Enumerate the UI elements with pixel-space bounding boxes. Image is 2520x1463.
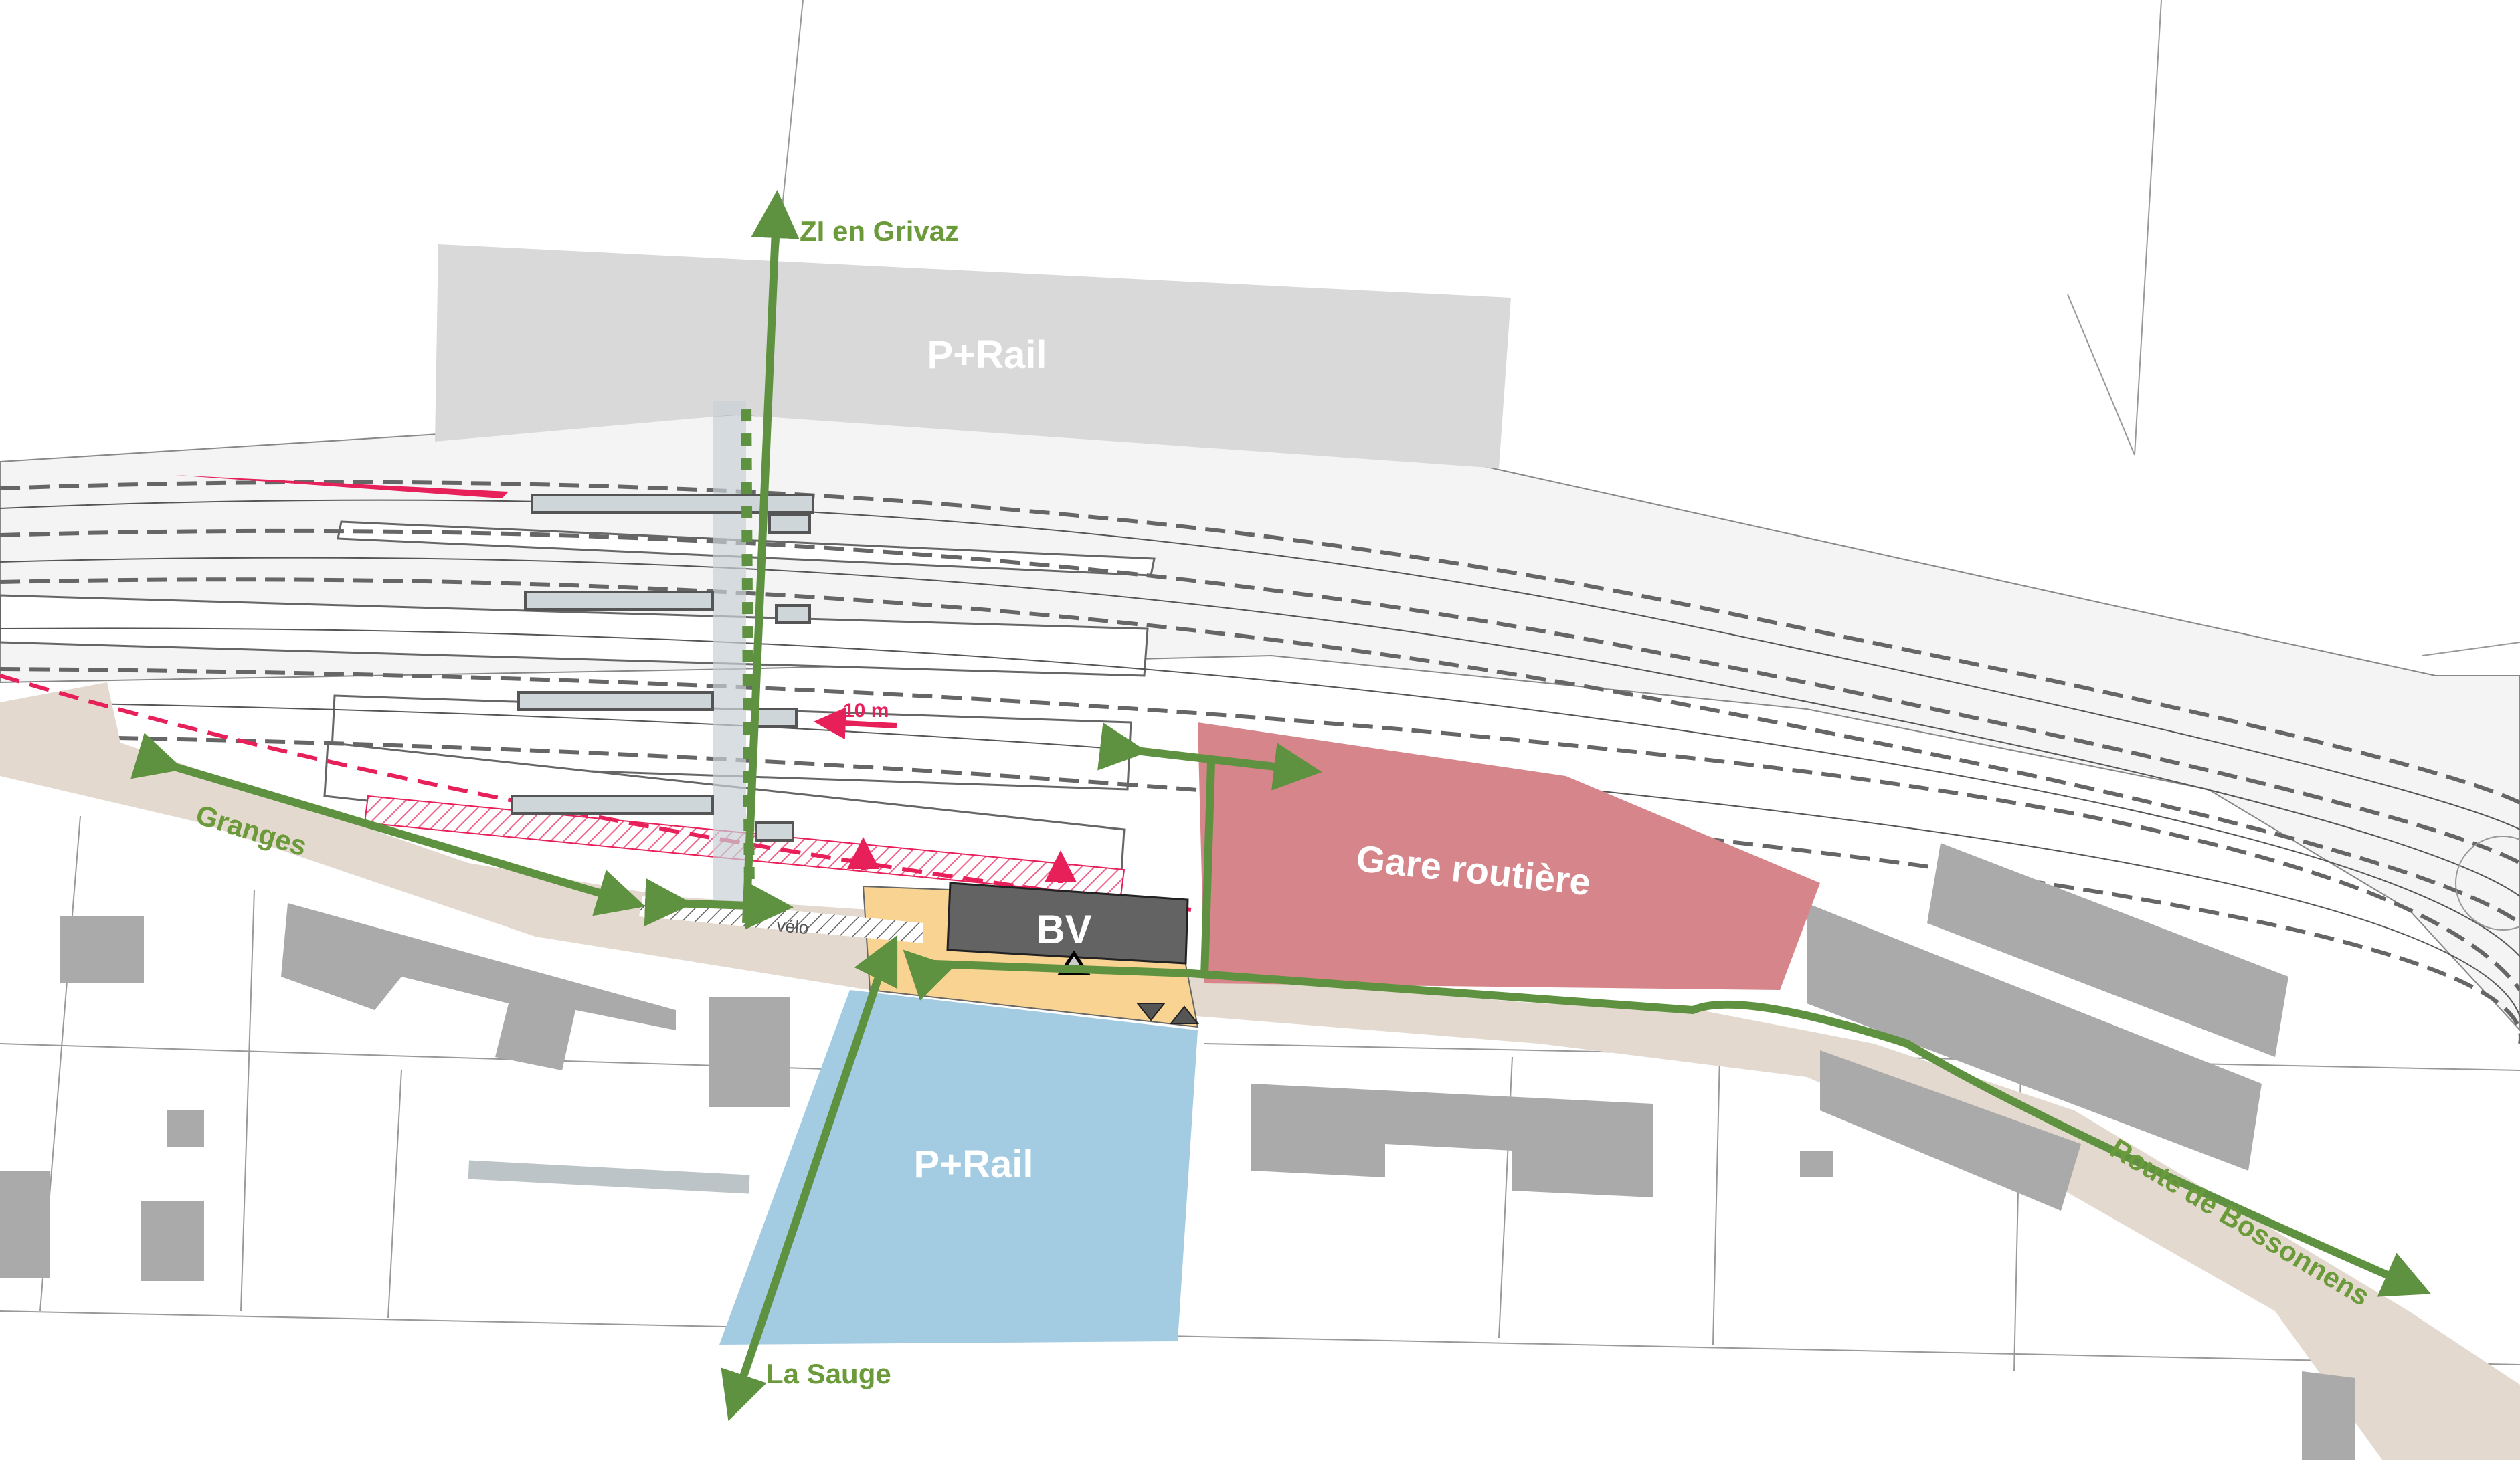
la-sauge-label: La Sauge: [766, 1358, 891, 1389]
buildings: [0, 843, 2355, 1460]
entrance-marker-up: [1169, 1005, 1200, 1024]
shift-arrows: [814, 707, 1077, 883]
station-building-bv: [946, 882, 1189, 965]
roundabout: [2455, 836, 2520, 931]
gare-routiere-area: [1198, 722, 1820, 990]
velo-label: vélo: [776, 915, 809, 938]
platform-wedge: [174, 475, 509, 498]
railway-tracks-thin: [0, 499, 2520, 1017]
distance-label: 10 m: [843, 700, 889, 722]
bv-label: BV: [1036, 907, 1091, 952]
p-rail-north-label: P+Rail: [927, 333, 1047, 377]
p-rail-north-area: [435, 244, 1511, 468]
underpass: [713, 401, 746, 910]
entrance-marker-down: [1136, 1003, 1166, 1021]
zi-en-grivaz-label: ZI en Grivaz: [800, 215, 959, 247]
p-rail-south-area: [719, 990, 1198, 1345]
pedestrian-paths: [130, 190, 2431, 1422]
new-edge-line: [0, 674, 1192, 912]
p-rail-south-label: P+Rail: [914, 1143, 1034, 1186]
